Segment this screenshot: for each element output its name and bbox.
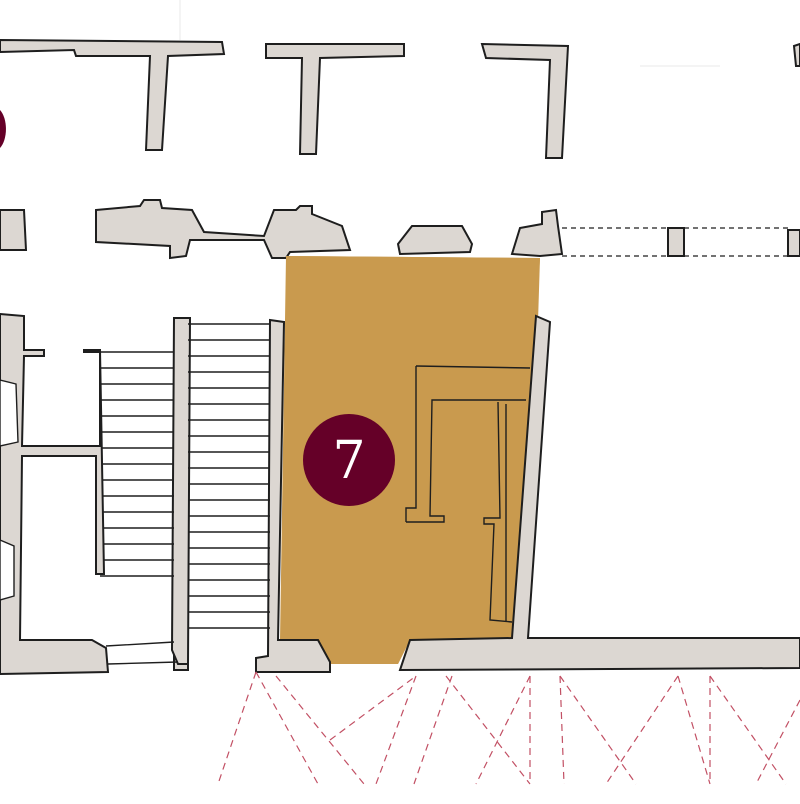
right-slanted-wall [398,314,800,672]
wall-segment [265,43,405,155]
wall-segment [0,209,28,251]
wall-segment [787,229,800,257]
room-badge-circle [303,414,395,506]
room-inner-outline [405,365,531,623]
left-wall [0,312,110,676]
bottom-left-wall [255,318,331,673]
wall-segment [510,208,564,258]
foundation-hatching [217,671,800,785]
wall-segment [95,199,352,260]
middle-wall-row [0,199,800,260]
highlighted-room-fill [280,256,540,664]
wall-segment [396,225,474,256]
stair-treads [100,323,270,629]
top-wall-row [0,38,800,159]
wall-segment [480,42,570,159]
offscreen-marker-edge [0,110,6,148]
room-walls [255,314,800,673]
room-number-label: 7 [332,431,365,491]
staircase [100,317,270,671]
wall-segment [667,227,685,257]
room-number-badge[interactable]: 7 [303,414,395,506]
background-grid [179,0,720,67]
wall-segment [0,38,226,151]
wall-segment [792,42,800,67]
left-wing-walls [0,312,179,676]
